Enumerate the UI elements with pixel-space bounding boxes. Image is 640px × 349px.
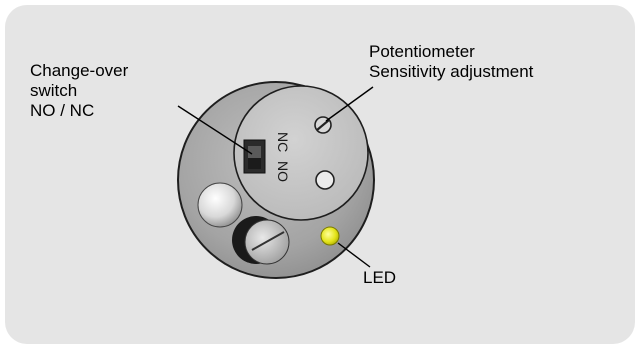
switch-label-line1: Change-over (30, 61, 129, 80)
small-port (315, 170, 335, 190)
switch-leader-line (177, 105, 253, 155)
inner-disc (233, 85, 369, 221)
pot-label-line1: Potentiometer (369, 42, 475, 61)
led-label: LED (363, 268, 397, 287)
nc-marking: NC (275, 132, 291, 152)
pot-label-line2: Sensitivity adjustment (369, 62, 534, 81)
no-marking: NO (275, 161, 291, 182)
led-indicator (320, 226, 340, 246)
led-leader-line (337, 242, 371, 268)
switch-label-line2: switch (30, 81, 78, 100)
pot-leader-line (325, 86, 374, 122)
receiver-lens (232, 216, 290, 265)
emitter-lens (197, 182, 243, 228)
potentiometer-label: Potentiometer Sensitivity adjustment (369, 42, 533, 82)
switch-label-line3: NO / NC (30, 101, 95, 120)
change-over-switch[interactable] (243, 139, 266, 174)
switch-label: Change-over switch NO / NC (30, 61, 128, 121)
